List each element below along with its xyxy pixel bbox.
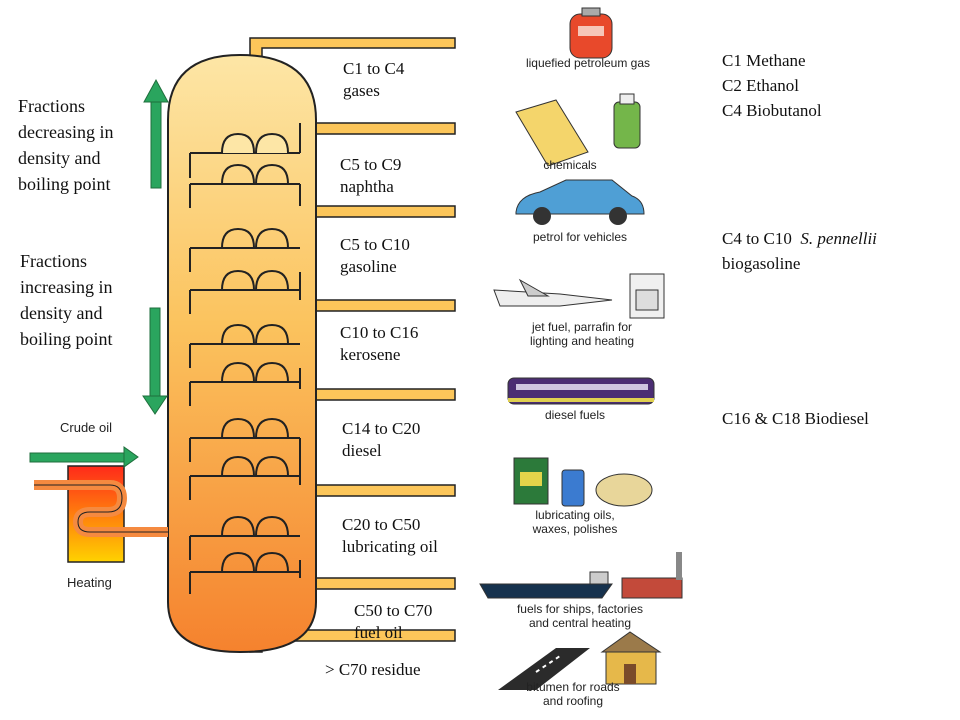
- pipe-gasoline: [299, 205, 456, 218]
- product-caption-lpg: liquefied petroleum gas: [525, 56, 651, 70]
- biofuel-gasoline: C4 to C10 S. pennellii biogasoline: [722, 229, 877, 273]
- product-caption-petrol: petrol for vehicles: [532, 230, 628, 244]
- fraction-label-residue: > C70 residue: [325, 660, 421, 679]
- car-icon: [515, 179, 645, 225]
- jet-heater-icon: [493, 273, 665, 319]
- tray-5: [189, 323, 300, 368]
- biofuel-diesel: C16 & C18 Biodiesel: [722, 409, 869, 428]
- up-arrow: [143, 78, 169, 189]
- column-trays: [189, 132, 300, 594]
- gas-cylinder-icon: [569, 7, 613, 59]
- pipe-naphtha: [299, 122, 456, 135]
- pipe-fuel-oil: [299, 577, 456, 590]
- chemicals-icon: [515, 93, 641, 167]
- tray-8: [189, 455, 300, 500]
- pipe-kerosene: [299, 299, 456, 312]
- train-icon: [507, 377, 655, 405]
- tray-4: [189, 269, 300, 314]
- crude-oil-label: Crude oil: [60, 420, 113, 435]
- pipe-diesel: [299, 388, 456, 401]
- road-house-icon: [498, 631, 662, 690]
- tray-6: [189, 361, 300, 406]
- product-caption-chemicals: chemicals: [543, 158, 597, 172]
- tray-1: [189, 132, 300, 178]
- distillation-column: [167, 53, 317, 654]
- tray-7: [189, 417, 300, 462]
- down-arrow: [142, 307, 168, 415]
- pipe-lubricating: [299, 484, 456, 497]
- tray-2: [189, 163, 300, 208]
- tray-10: [189, 551, 300, 594]
- tray-3: [189, 227, 300, 272]
- tray-9: [189, 515, 300, 560]
- product-caption-diesel: diesel fuels: [544, 408, 606, 422]
- ship-factory-icon: [479, 552, 683, 599]
- crude-oil-arrow: [29, 446, 139, 468]
- heating-label: Heating: [67, 575, 112, 590]
- oil-cans-icon: [513, 457, 653, 507]
- product-caption-lubricating: lubricating oils,waxes, polishes: [532, 508, 618, 536]
